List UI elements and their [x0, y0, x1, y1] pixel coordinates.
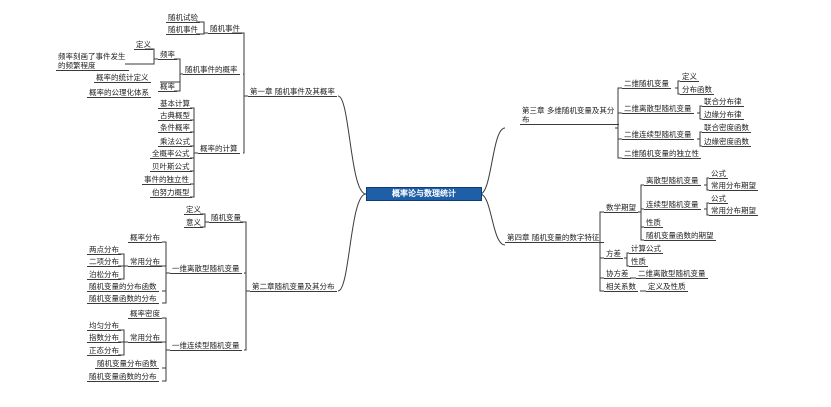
ch4-formula-2[interactable]: 公式	[709, 194, 728, 204]
ch2-exponential[interactable]: 指数分布	[87, 333, 121, 343]
ch4-title[interactable]: 第四章 随机变量的数字特征	[505, 233, 604, 243]
ch1-frequency-definition[interactable]: 定义	[134, 40, 153, 50]
ch4-continuous-expectation[interactable]: 连续型随机变量	[644, 200, 701, 210]
ch2-continuous-variable[interactable]: 一维连续型随机变量	[170, 341, 242, 351]
ch3-marginal-distribution[interactable]: 边缘分布律	[702, 110, 744, 120]
ch2-common-discrete[interactable]: 常用分布	[128, 257, 162, 267]
root-node[interactable]: 概率论与数理统计	[366, 187, 482, 201]
ch2-discrete-function[interactable]: 随机变量函数的分布	[87, 294, 159, 304]
ch3-marginal-density[interactable]: 边缘密度函数	[702, 137, 751, 147]
ch4-correlation[interactable]: 相关系数	[604, 282, 638, 292]
ch2-continuous-function[interactable]: 随机变量函数的分布	[87, 372, 159, 382]
ch2-title[interactable]: 第二章随机变量及其分布	[250, 282, 337, 292]
ch3-distribution-function[interactable]: 分布函数	[680, 85, 714, 95]
ch2-discrete-cdf[interactable]: 随机变量的分布函数	[87, 282, 159, 292]
ch1-random-event-leaf[interactable]: 随机事件	[166, 25, 200, 35]
ch1-frequency[interactable]: 频率	[158, 50, 177, 60]
ch1-probability[interactable]: 概率	[158, 82, 177, 92]
ch4-expectation-property[interactable]: 性质	[644, 218, 663, 228]
ch2-common-continuous[interactable]: 常用分布	[128, 333, 162, 343]
ch1-calc-item-independence[interactable]: 事件的独立性	[142, 175, 191, 185]
ch1-calc-item-basic[interactable]: 基本计算	[158, 99, 192, 109]
ch1-probability-calculation[interactable]: 概率的计算	[198, 144, 240, 154]
ch3-2d-continuous[interactable]: 二维连续型随机变量	[622, 130, 694, 140]
ch3-definition[interactable]: 定义	[680, 72, 699, 82]
ch1-calc-item-conditional[interactable]: 条件概率	[158, 123, 192, 133]
ch4-variance[interactable]: 方差	[604, 249, 623, 259]
ch3-2d-random-variable[interactable]: 二维随机变量	[622, 79, 671, 89]
ch4-variance-formula[interactable]: 计算公式	[629, 244, 663, 254]
ch2-uniform[interactable]: 均匀分布	[87, 321, 121, 331]
ch1-statistical-definition[interactable]: 概率的统计定义	[94, 73, 151, 83]
ch1-random-experiment[interactable]: 随机试验	[166, 13, 200, 23]
ch2-normal[interactable]: 正态分布	[87, 346, 121, 356]
ch1-calc-item-bernoulli[interactable]: 伯努力概型	[150, 188, 192, 198]
ch2-meaning[interactable]: 意义	[184, 218, 203, 228]
ch3-joint-distribution[interactable]: 联合分布律	[702, 97, 744, 107]
ch3-2d-discrete[interactable]: 二维离散型随机变量	[622, 104, 694, 114]
ch4-variance-property[interactable]: 性质	[629, 257, 648, 267]
ch2-discrete-variable[interactable]: 一维离散型随机变量	[170, 264, 242, 274]
ch4-common-expectation-1[interactable]: 常用分布期望	[709, 181, 758, 191]
ch1-axiomatic-system[interactable]: 概率的公理化体系	[87, 88, 151, 98]
ch1-calc-item-classical[interactable]: 古典概型	[158, 111, 192, 121]
ch2-two-point[interactable]: 两点分布	[87, 245, 121, 255]
ch1-calc-item-bayes[interactable]: 贝叶斯公式	[150, 162, 192, 172]
ch2-density[interactable]: 概率密度	[128, 309, 162, 319]
ch4-covariance[interactable]: 协方差	[604, 269, 631, 279]
ch4-discrete-expectation[interactable]: 离散型随机变量	[644, 176, 701, 186]
ch4-correlation-item[interactable]: 定义及性质	[646, 282, 688, 292]
ch1-calc-item-multiplication[interactable]: 乘法公式	[158, 137, 192, 147]
ch3-independence[interactable]: 二维随机变量的独立性	[622, 149, 701, 159]
ch1-calc-item-total-probability[interactable]: 全概率公式	[150, 149, 192, 159]
ch2-random-variable[interactable]: 随机变量	[209, 213, 243, 223]
ch4-formula-1[interactable]: 公式	[709, 169, 728, 179]
ch4-function-expectation[interactable]: 随机变量函数的期望	[644, 231, 716, 241]
ch2-poisson[interactable]: 泊松分布	[87, 270, 121, 280]
ch1-random-event[interactable]: 随机事件	[208, 24, 242, 34]
ch2-definition[interactable]: 定义	[184, 205, 203, 215]
ch1-title[interactable]: 第一章 随机事件及其概率	[248, 87, 337, 97]
ch2-probability-distribution[interactable]: 概率分布	[128, 233, 162, 243]
ch4-expectation[interactable]: 数学期望	[604, 203, 638, 213]
ch4-common-expectation-2[interactable]: 常用分布期望	[709, 206, 758, 216]
ch2-binomial[interactable]: 二项分布	[87, 257, 121, 267]
ch3-joint-density[interactable]: 联合密度函数	[702, 123, 751, 133]
ch1-event-probability[interactable]: 随机事件的概率	[183, 65, 240, 75]
ch3-title[interactable]: 第三章 多维随机变量及其分布	[520, 106, 619, 125]
ch1-frequency-description[interactable]: 频率刻画了事件发生的频繁程度	[56, 52, 129, 71]
ch2-continuous-cdf[interactable]: 随机变量分布函数	[95, 359, 159, 369]
ch4-covariance-item[interactable]: 二维离散型随机变量	[636, 269, 708, 279]
